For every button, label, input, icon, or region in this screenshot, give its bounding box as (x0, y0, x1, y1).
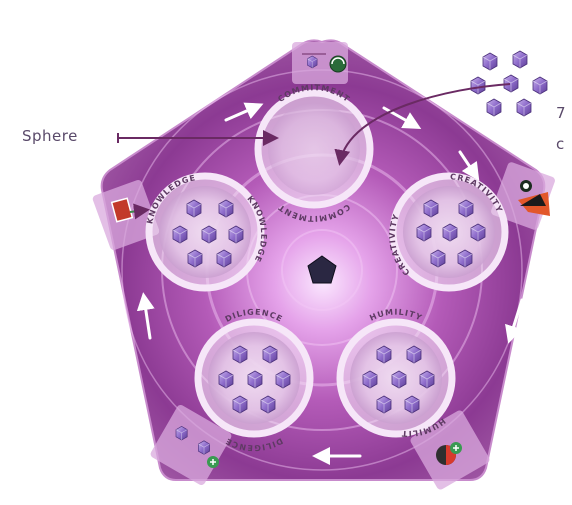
clipped-text-bottom: c (556, 135, 565, 153)
sphere-callout-label: Sphere (22, 127, 78, 145)
clipped-text-top: 7 (556, 104, 566, 122)
